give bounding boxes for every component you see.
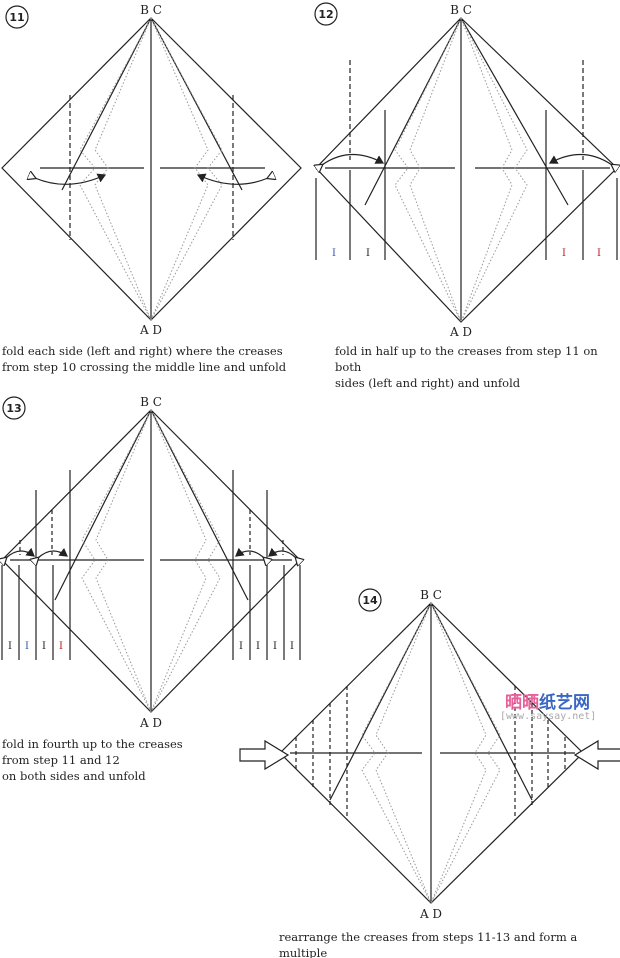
step-13-top-label: B C [140, 395, 162, 409]
segment-label: I [8, 641, 12, 652]
segment-label: I [59, 641, 63, 652]
push-arrow-left [239, 739, 290, 771]
step-11-caption: fold each side (left and right) where th… [2, 344, 287, 374]
segment-label: I [597, 248, 601, 259]
step-12-bottom-label: A D [449, 325, 472, 339]
watermark-logo: 晒晒纸艺网 [505, 693, 590, 713]
step-12-number: 12 [318, 8, 333, 21]
segment-label: I [290, 641, 294, 652]
step-14-number: 14 [362, 594, 378, 607]
step-12-diagram [316, 17, 617, 323]
step-12-circle [314, 2, 338, 26]
step-14-circle [358, 588, 382, 612]
step-11-number: 11 [9, 11, 24, 24]
step-13-diagram [2, 409, 300, 713]
step-13-bottom-label: A D [139, 716, 162, 730]
step-14-diagram [239, 602, 620, 904]
push-arrow-right [573, 739, 620, 771]
step-13-caption: fold in fourth up to the creases from st… [2, 737, 183, 783]
step-12-caption: fold in half up to the creases from step… [335, 344, 598, 390]
step-14-top-label: B C [420, 588, 442, 602]
step-14-bottom-label: A D [419, 907, 442, 921]
step-11-bottom-label: A D [139, 323, 162, 337]
step-13-number: 13 [6, 402, 21, 415]
step-14-caption: rearrange the creases from steps 11-13 a… [279, 930, 578, 958]
segment-label: I [332, 248, 336, 259]
segment-label: I [239, 641, 243, 652]
segment-label: I [256, 641, 260, 652]
step-11-diagram [1, 17, 302, 321]
step-11-circle [5, 5, 29, 29]
step-12-top-label: B C [450, 3, 472, 17]
segment-label: I [562, 248, 566, 259]
watermark-url: [www.saysay.net] [500, 711, 597, 722]
segment-label: I [273, 641, 277, 652]
segment-label: I [366, 248, 370, 259]
step-13-circle [2, 396, 26, 420]
segment-label: I [25, 641, 29, 652]
step-11-top-label: B C [140, 3, 162, 17]
segment-label: I [42, 641, 46, 652]
